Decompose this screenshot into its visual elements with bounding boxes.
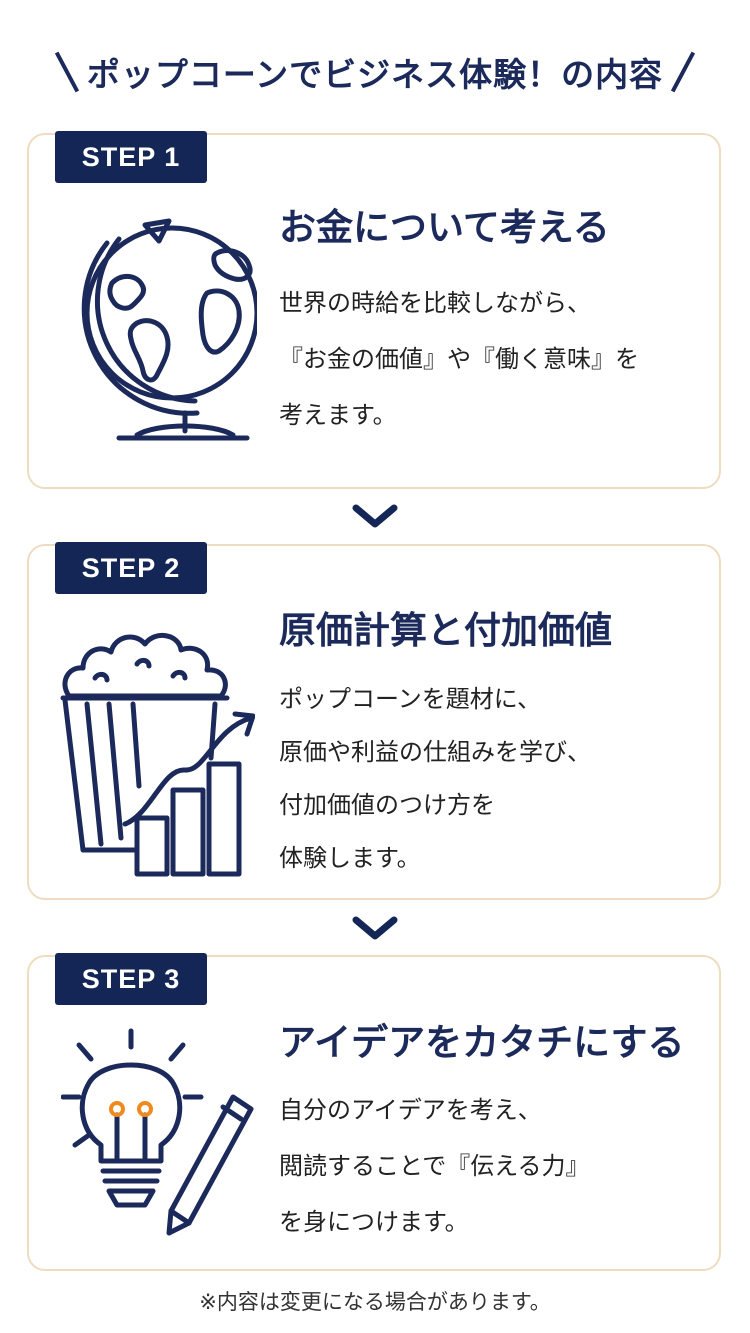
- step-badge-1: STEP 1: [55, 131, 207, 183]
- step-card-3: STEP 3 アイデアをカタチにする 自分のア: [27, 953, 721, 1271]
- popcorn-chart-icon: [55, 618, 256, 888]
- lightbulb-pencil-icon: [60, 1027, 261, 1261]
- chevron-down-icon: [352, 916, 398, 940]
- globe-icon: [67, 213, 260, 457]
- title-slash-right: [671, 51, 696, 93]
- page-title-text: ポップコーンでビジネス体験！の内容: [86, 55, 664, 94]
- step-heading-1: お金について考える: [279, 205, 610, 249]
- footnote: ※内容は変更になる場合があります。: [199, 1290, 551, 1314]
- chevron-down-icon: [352, 504, 398, 528]
- step-heading-2: 原価計算と付加価値: [279, 608, 612, 652]
- step-card-2: STEP 2 原価計算と付加価値 ポップコーンを題材に、 原価や利: [27, 542, 721, 900]
- step-desc-3: 自分のアイデアを考え、 閲読することで『伝える力』 を身につけます。: [279, 1096, 590, 1236]
- page-title: ポップコーンでビジネス体験！の内容: [0, 42, 750, 102]
- step-heading-3: アイデアをカタチにする: [279, 1020, 685, 1064]
- title-slash-left: [54, 51, 79, 93]
- step-badge-2: STEP 2: [55, 542, 207, 594]
- step-desc-1: 世界の時給を比較しながら、 『お金の価値』や『働く意味』を 考えます。: [279, 289, 639, 429]
- step-desc-2: ポップコーンを題材に、 原価や利益の仕組みを学び、 付加価値のつけ方を 体験しま…: [279, 685, 591, 872]
- step-card-1: STEP 1 お金について考える 世界の時給を比較しながら、 『お金の価値』や『…: [27, 131, 721, 489]
- step-badge-3: STEP 3: [55, 953, 207, 1005]
